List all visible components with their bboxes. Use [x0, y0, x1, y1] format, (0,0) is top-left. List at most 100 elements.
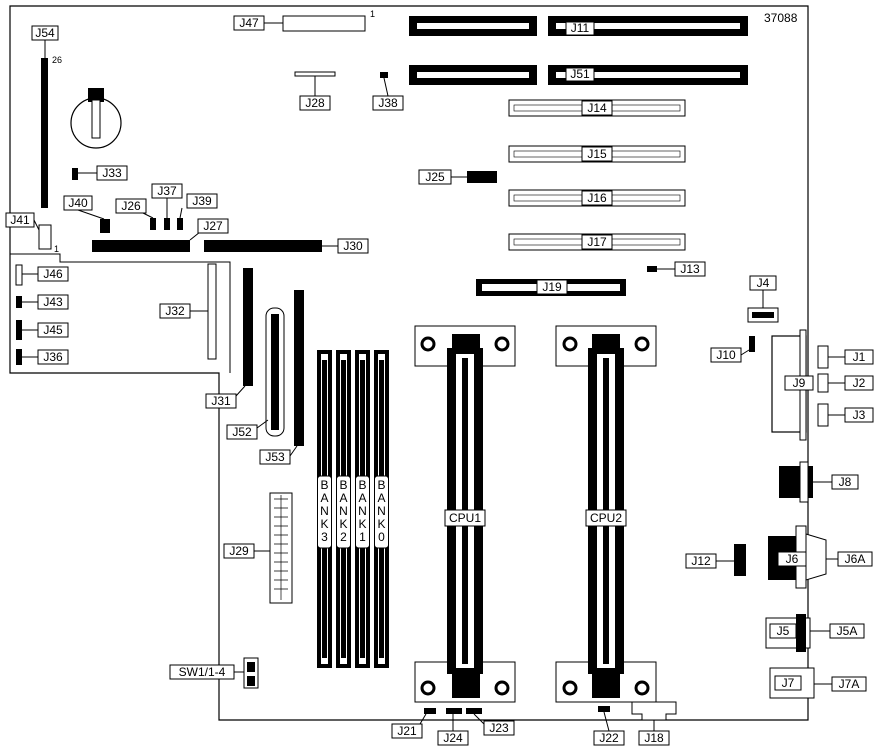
bank-label-box [336, 475, 351, 549]
j45-header [16, 320, 22, 340]
j52-label: J52 [232, 425, 252, 439]
board-outline [9, 5, 809, 721]
j26-callout: J26 [115, 198, 154, 219]
j37-callout: J37 [151, 183, 183, 218]
j27-callout: J27 [189, 218, 229, 241]
slot-j16: J16 [508, 189, 686, 207]
j43-callout: J43 [22, 294, 69, 310]
j30-label: J30 [343, 239, 363, 253]
j10-jumper [749, 336, 755, 352]
j5-connector: J5 J5A [765, 614, 865, 652]
j24-label: J24 [443, 731, 463, 745]
j22-label: J22 [599, 731, 619, 745]
j47-connector [282, 15, 366, 32]
j32-label: J32 [165, 304, 185, 318]
j51-label: J51 [570, 67, 590, 81]
j29-connector: J29 [223, 492, 293, 604]
j23-callout: J23 [473, 713, 515, 736]
j22-jumper [598, 706, 610, 712]
j32-callout: J32 [159, 303, 208, 319]
j45-callout: J45 [22, 322, 69, 338]
j23-label: J23 [489, 721, 509, 735]
j2-callout: J2 [828, 375, 874, 391]
j52-callout: J52 [226, 419, 269, 440]
j36-callout: J36 [22, 349, 69, 365]
slot-j15: J15 [508, 145, 686, 163]
j54-pin-mark: 26 [52, 55, 62, 65]
j18-connector [631, 701, 677, 721]
j7a-label: J7A [839, 677, 860, 691]
j47-callout: J47 [233, 15, 283, 31]
j24-callout: J24 [437, 714, 469, 746]
j46-connector [15, 264, 23, 286]
j53-label: J53 [265, 450, 285, 464]
slot-j14: J14 [508, 99, 686, 117]
j6a-label: J6A [845, 552, 866, 566]
j18-label: J18 [644, 731, 664, 745]
j28-callout: J28 [299, 76, 331, 111]
j38-callout: J38 [372, 77, 404, 111]
j38-jumper [380, 72, 388, 78]
j1-label: J1 [853, 350, 866, 364]
j23-jumper [466, 708, 482, 714]
j51-label-box [565, 67, 595, 82]
j13-callout: J13 [657, 261, 706, 277]
j29-label: J29 [229, 544, 249, 558]
j5-label: J5 [777, 624, 790, 638]
j2-label: J2 [853, 376, 866, 390]
j31-callout: J31 [205, 385, 246, 409]
j22-callout: J22 [593, 711, 625, 746]
bank-label-box [317, 475, 332, 549]
j54-header [41, 58, 48, 208]
j54-callout: J54 [31, 25, 59, 58]
j24-jumper [446, 708, 462, 714]
slot-j17: J17 [508, 233, 686, 251]
j26-label: J26 [121, 199, 141, 213]
j39-callout: J39 [179, 193, 218, 219]
j13-label: J13 [680, 262, 700, 276]
j10-label: J10 [716, 348, 736, 362]
j53-callout: J53 [259, 445, 298, 465]
battery [70, 88, 122, 149]
j30-callout: J30 [322, 238, 369, 254]
j36-label: J36 [43, 350, 63, 364]
j43-label: J43 [43, 295, 63, 309]
j17-label: J17 [587, 235, 607, 249]
j1-callout: J1 [828, 349, 874, 365]
j25-label: J25 [425, 170, 445, 184]
j14-label: J14 [587, 101, 607, 115]
bank-label-box [355, 475, 370, 549]
j13-jumper [647, 266, 657, 272]
j40-header [100, 219, 110, 233]
j3-label: J3 [853, 408, 866, 422]
j15-label: J15 [587, 147, 607, 161]
slot-j19: J19 [476, 279, 626, 296]
j27-header [92, 240, 190, 252]
bank-label-box [374, 475, 389, 549]
j4-callout: J4 [749, 275, 777, 308]
j41-pin-mark: 1 [54, 244, 59, 254]
j28-label: J28 [305, 96, 325, 110]
j8-label: J8 [839, 475, 852, 489]
cpu1-slot: CPU1 [414, 325, 516, 703]
j53-header [294, 290, 304, 446]
j18-callout: J18 [638, 720, 670, 746]
j9-connector-stack: J9 [771, 329, 829, 441]
j27-label: J27 [203, 219, 223, 233]
j26-jumper [150, 218, 156, 230]
j38-label: J38 [378, 96, 398, 110]
cpu1-label: CPU1 [449, 511, 481, 525]
j25-callout: J25 [418, 169, 467, 185]
riser-area-outline [10, 253, 231, 373]
j40-label: J40 [68, 196, 88, 210]
j41-connector [38, 224, 52, 250]
j33-jumper [72, 168, 78, 180]
j47-pin-mark: 1 [370, 9, 375, 19]
j30-header [204, 240, 322, 252]
j3-callout: J3 [828, 407, 874, 423]
